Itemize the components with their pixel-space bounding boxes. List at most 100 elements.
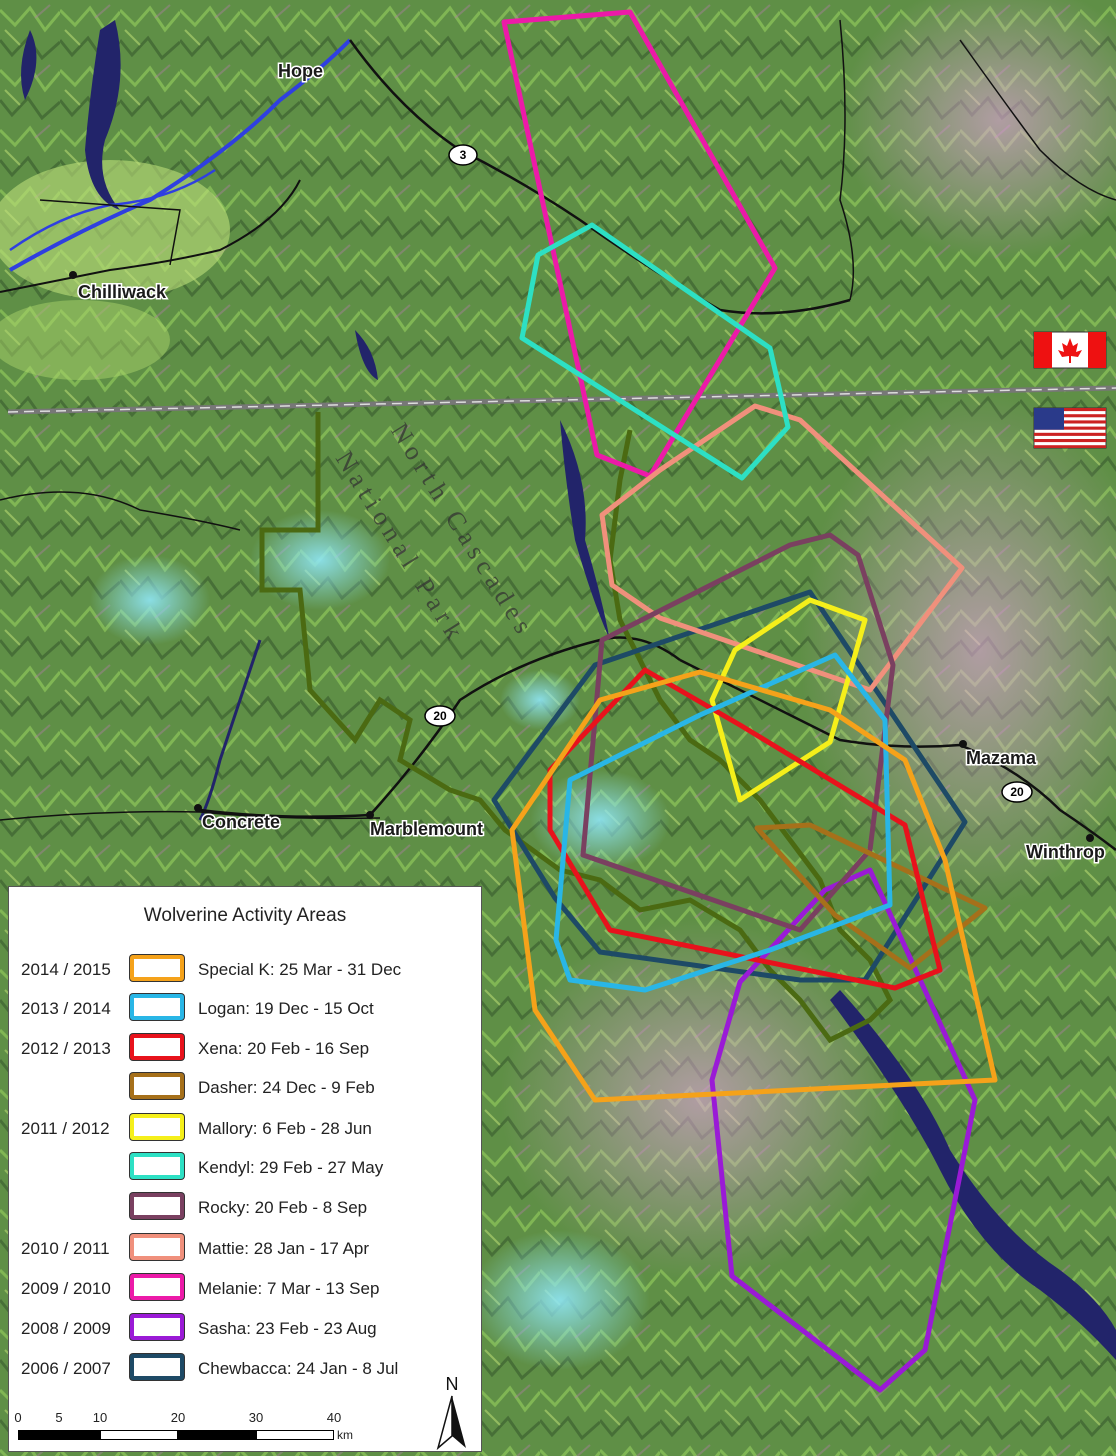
legend: Wolverine Activity Areas 2014 / 2015 Spec… <box>8 886 482 1452</box>
legend-year: 2010 / 2011 <box>21 1239 110 1258</box>
country-border <box>7 387 1116 413</box>
legend-swatch <box>130 1354 184 1380</box>
place-label-chilliwack: Chilliwack <box>78 282 167 302</box>
legend-label: Logan: 19 Dec - 15 Oct <box>198 999 374 1018</box>
legend-label: Xena: 20 Feb - 16 Sep <box>198 1039 370 1058</box>
river <box>198 639 262 821</box>
place-label-mazama: Mazama <box>966 748 1037 768</box>
activity-area-polygon <box>709 597 868 803</box>
town-dot <box>1086 834 1094 842</box>
scale-label: 30 <box>248 1410 264 1425</box>
legend-entry: 2008 / 2009 Sasha: 23 Feb - 23 Aug <box>9 1313 481 1345</box>
legend-swatch <box>130 1073 184 1099</box>
flag-canton <box>1034 408 1064 430</box>
highway-20 <box>679 658 1116 851</box>
legend-label: Sasha: 23 Feb - 23 Aug <box>198 1319 377 1338</box>
activity-area-polygon <box>754 822 988 971</box>
town-dot <box>959 740 967 748</box>
boundary-line <box>39 199 181 266</box>
river <box>9 38 352 272</box>
flag-stripe <box>1034 426 1106 430</box>
shield-shape <box>424 705 456 727</box>
terrain-pink-area <box>840 0 1116 260</box>
boundary-line <box>0 491 241 531</box>
shield-shape <box>1001 781 1033 803</box>
legend-swatch <box>130 1034 184 1060</box>
legend-entry: Rocky: 20 Feb - 8 Sep <box>9 1192 481 1224</box>
snowfield <box>470 1230 650 1370</box>
scale-segment <box>178 1430 256 1440</box>
legend-entry: Kendyl: 29 Feb - 27 May <box>9 1152 481 1184</box>
boundary-line <box>959 39 1116 201</box>
lake <box>21 30 37 100</box>
highway-3 <box>348 39 851 315</box>
scale-segment <box>256 1430 334 1440</box>
flag-band <box>1088 332 1106 368</box>
legend-swatch <box>130 1314 184 1340</box>
north-arrow-icon <box>436 1395 453 1450</box>
lake <box>355 330 378 380</box>
activity-area-polygon <box>509 669 998 1103</box>
legend-entry: 2010 / 2011 Mattie: 28 Jan - 17 Apr <box>9 1233 481 1265</box>
legend-label: Kendyl: 29 Feb - 27 May <box>198 1158 384 1177</box>
canada-flag <box>1033 331 1107 369</box>
snowfield <box>250 510 390 610</box>
legend-label: Rocky: 20 Feb - 8 Sep <box>198 1198 368 1217</box>
legend-entry: 2009 / 2010 Melanie: 7 Mar - 13 Sep <box>9 1273 481 1305</box>
legend-year: 2014 / 2015 <box>21 960 111 979</box>
place-label-winthrop: Winthrop <box>1026 842 1105 862</box>
scale-label: 10 <box>92 1410 108 1425</box>
legend-label: Mallory: 6 Feb - 28 Jun <box>198 1119 372 1138</box>
lake <box>85 20 121 210</box>
activity-areas <box>491 9 998 1393</box>
boundary-line <box>0 810 381 821</box>
legend-year: 2013 / 2014 <box>21 999 111 1018</box>
scale-label: 20 <box>170 1410 186 1425</box>
place-label-concrete: Concrete <box>202 812 280 832</box>
maple-leaf-icon <box>1058 338 1082 363</box>
highway-shield: 3 <box>448 144 478 166</box>
flag-band <box>1034 332 1052 368</box>
flag-stripe <box>1034 414 1106 418</box>
flag-stripe <box>1034 420 1106 424</box>
scale-label: 40 <box>326 1410 342 1425</box>
legend-year: 2009 / 2010 <box>21 1279 111 1298</box>
legend-label: Mattie: 28 Jan - 17 Apr <box>198 1239 370 1258</box>
shield-shape <box>448 144 478 166</box>
legend-label: Dasher: 24 Dec - 9 Feb <box>198 1078 375 1097</box>
flag-stripe <box>1034 432 1106 436</box>
flag-stripe <box>1034 445 1106 448</box>
scale-label: 0 <box>14 1410 22 1425</box>
shield-number: 3 <box>460 148 467 162</box>
legend-year: 2011 / 2012 <box>21 1119 110 1138</box>
highway-shield: 20 <box>424 705 456 727</box>
place-label-hope: Hope <box>278 61 323 81</box>
activity-area-polygon <box>553 652 893 993</box>
legend-swatch <box>130 994 184 1020</box>
legend-title: Wolverine Activity Areas <box>143 905 347 926</box>
boundary-line <box>839 19 855 301</box>
legend-swatch <box>130 1274 184 1300</box>
legend-swatch <box>130 1114 184 1140</box>
scale-label: 5 <box>55 1410 63 1425</box>
legend-year: 2006 / 2007 <box>21 1359 111 1378</box>
snowfield <box>90 555 210 645</box>
legend-label: Melanie: 7 Mar - 13 Sep <box>198 1279 380 1298</box>
scale-segment <box>18 1430 100 1440</box>
national-park-boundary <box>259 412 894 1044</box>
flag-stripe <box>1034 439 1106 443</box>
highway-shield: 20 <box>1001 781 1033 803</box>
legend-label: Special K: 25 Mar - 31 Dec <box>198 960 402 979</box>
valley-area <box>0 160 230 300</box>
flag-stripe <box>1034 408 1106 412</box>
legend-year: 2008 / 2009 <box>21 1319 111 1338</box>
shield-number: 20 <box>433 709 447 723</box>
shield-number: 20 <box>1010 785 1024 799</box>
town-dot <box>366 811 374 819</box>
scale-segment <box>100 1430 178 1440</box>
town-dot <box>194 804 202 812</box>
boundary-line <box>0 179 301 293</box>
legend-swatch <box>130 1234 184 1260</box>
north-label: N <box>446 1374 459 1394</box>
